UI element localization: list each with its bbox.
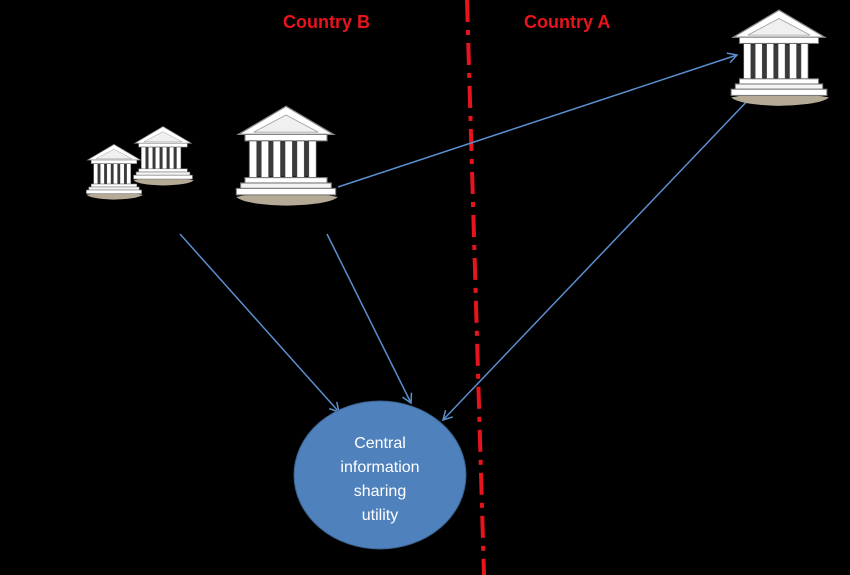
arrow-bank-b-to-bank-a (337, 52, 739, 188)
arrow-bank-a-to-hub (441, 95, 753, 422)
arrow-bank-b-to-hub (326, 233, 413, 405)
arrow-small-banks-to-hub (179, 233, 341, 414)
bank-building-icon (133, 126, 195, 186)
central-hub-label: Central information sharing utility (296, 432, 464, 528)
country-b-label: Country B (283, 12, 370, 32)
hub-label-line: sharing (353, 483, 407, 500)
central-hub-ellipse (293, 400, 467, 550)
hub-label-line: utility (361, 507, 399, 524)
hub-label-line: Central (354, 435, 406, 452)
hub-label-line: information (340, 459, 420, 476)
bank-building-icon (86, 144, 144, 200)
bank-building-icon (730, 9, 830, 107)
country-a-label: Country A (524, 12, 611, 32)
bank-building-icon (235, 105, 339, 207)
country-border-line (465, 0, 486, 575)
